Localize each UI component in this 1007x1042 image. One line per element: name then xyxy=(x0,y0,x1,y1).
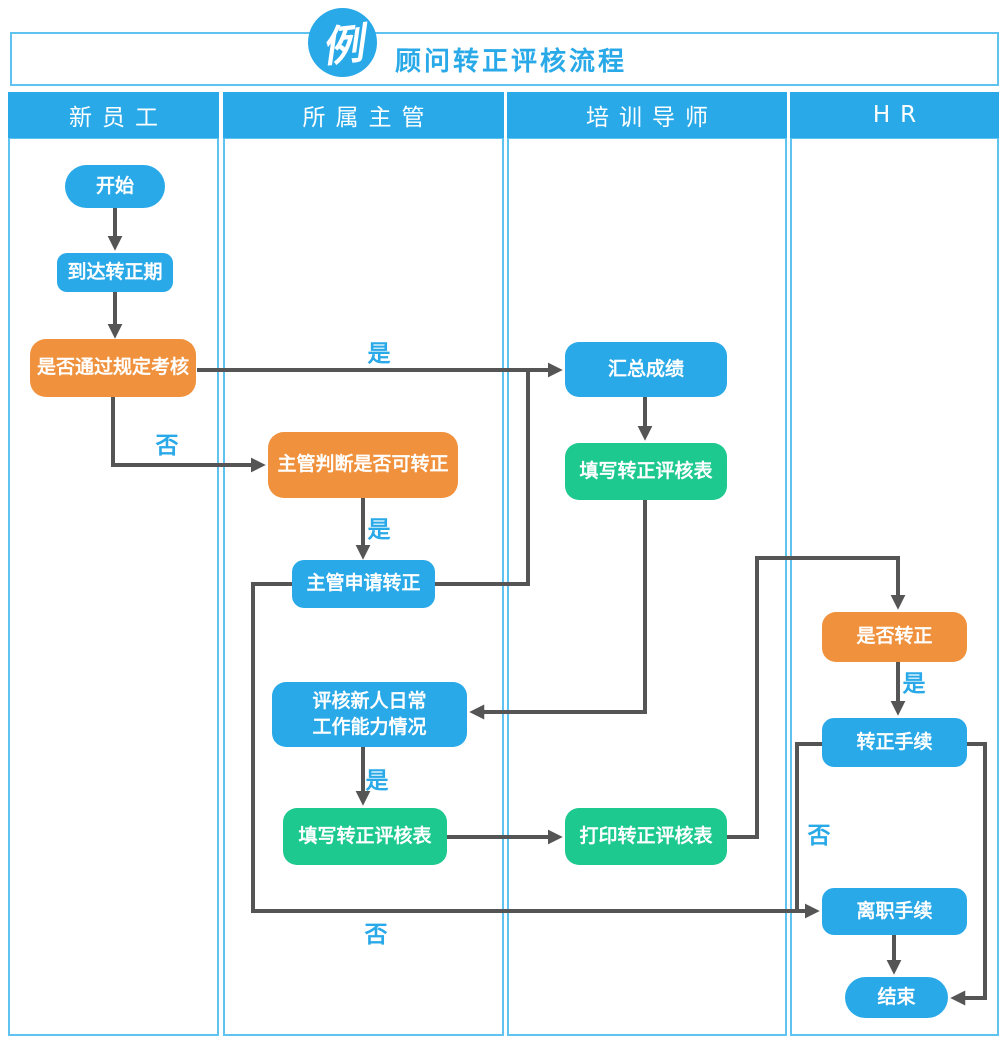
node-fill-form-supervisor: 填写转正评核表 xyxy=(283,808,447,865)
node-confirm-procedure: 转正手续 xyxy=(822,718,967,767)
lane-header-supervisor: 所属主管 xyxy=(223,92,504,138)
node-print-form: 打印转正评核表 xyxy=(565,808,727,865)
lane-new-employee: 新员工 xyxy=(8,92,219,1036)
node-assess-daily-line2: 工作能力情况 xyxy=(312,715,427,738)
lane-header-mentor: 培训导师 xyxy=(507,92,787,138)
title-box: 顾问转正评核流程 xyxy=(10,32,999,86)
label-judge-yes: 是 xyxy=(367,517,391,543)
node-summary: 汇总成绩 xyxy=(565,342,727,397)
example-badge: 例 xyxy=(308,8,377,77)
node-fill-form-mentor: 填写转正评核表 xyxy=(565,443,727,500)
lane-mentor: 培训导师 xyxy=(507,92,787,1036)
label-pass-no: 否 xyxy=(155,433,179,459)
node-reach-period: 到达转正期 xyxy=(57,253,173,292)
page-title: 顾问转正评核流程 xyxy=(395,46,628,77)
node-assess-daily-line1: 评核新人日常 xyxy=(312,689,427,712)
label-apply-no: 否 xyxy=(364,922,388,948)
node-assess-daily: 评核新人日常 工作能力情况 xyxy=(272,682,467,747)
example-badge-glyph: 例 xyxy=(319,18,367,73)
node-resign-procedure: 离职手续 xyxy=(822,888,967,935)
lane-body-mentor xyxy=(507,137,787,1036)
lane-header-new-employee: 新员工 xyxy=(8,92,219,138)
label-pass-yes: 是 xyxy=(367,341,391,367)
node-pass-check: 是否通过规定考核 xyxy=(30,339,196,397)
node-start: 开始 xyxy=(65,165,165,208)
label-confirm-yes: 是 xyxy=(902,671,926,697)
node-apply: 主管申请转正 xyxy=(292,560,435,608)
lane-header-hr: HR xyxy=(790,92,999,138)
node-is-confirm: 是否转正 xyxy=(822,612,967,662)
label-assess-yes: 是 xyxy=(365,768,389,794)
node-judge: 主管判断是否可转正 xyxy=(268,432,458,498)
node-end: 结束 xyxy=(845,977,948,1018)
label-confirm-no: 否 xyxy=(807,823,831,849)
